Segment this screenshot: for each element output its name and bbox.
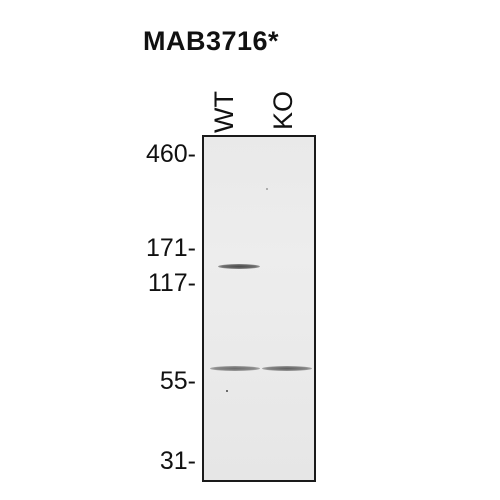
marker-460: 460- (145, 140, 196, 168)
marker-55: 55- (159, 367, 196, 395)
marker-117: 117- (147, 269, 196, 297)
marker-31: 31- (159, 447, 196, 475)
band-ko-55 (262, 366, 312, 371)
band-wt-55 (210, 366, 260, 371)
lane-label-wt: WT (209, 91, 239, 133)
figure-title: MAB3716* (142, 26, 280, 56)
blot-speck (226, 390, 228, 392)
blot-speck (266, 188, 268, 190)
lane-label-ko: KO (268, 90, 298, 130)
marker-171: 171- (145, 234, 196, 262)
blot-membrane (202, 135, 316, 482)
band-wt-high (218, 264, 260, 269)
